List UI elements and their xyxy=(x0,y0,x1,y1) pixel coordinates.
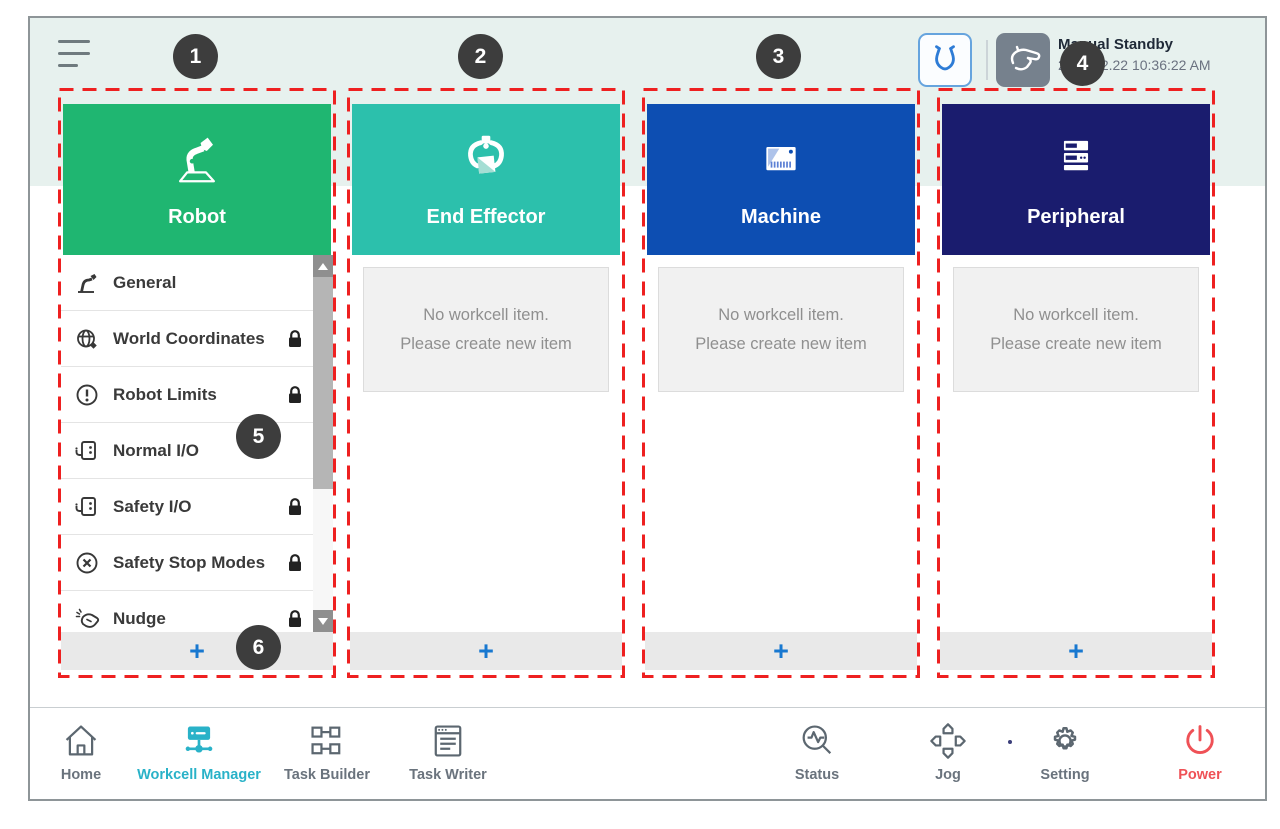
machine-icon xyxy=(750,124,812,194)
scroll-down-button[interactable] xyxy=(313,610,333,632)
end-effector-status-button[interactable] xyxy=(918,33,972,87)
add-peripheral-item-button[interactable]: + xyxy=(940,632,1212,670)
column-title: End Effector xyxy=(426,206,546,228)
annotation-badge-4: 4 xyxy=(1060,41,1105,86)
robot-category-button[interactable]: Robot xyxy=(63,104,331,255)
end-effector-icon xyxy=(455,124,517,194)
normal-io-icon xyxy=(73,438,101,464)
nav-task-builder[interactable]: Task Builder xyxy=(252,718,402,783)
annotation-badge-6: 6 xyxy=(236,625,281,670)
power-icon xyxy=(1125,718,1275,764)
annotation-badge-2: 2 xyxy=(458,34,503,79)
toolbar-divider xyxy=(986,40,988,80)
world-coordinates-icon xyxy=(73,326,101,352)
setting-icon xyxy=(990,718,1140,764)
safety-stop-modes-icon xyxy=(73,550,101,576)
list-item-general[interactable]: General xyxy=(61,255,333,311)
list-item-safety-io[interactable]: Safety I/O xyxy=(61,479,333,535)
lock-icon xyxy=(287,497,303,517)
safety-io-icon xyxy=(73,494,101,520)
empty-state: No workcell item. Please create new item xyxy=(658,267,904,392)
list-item-normal-io[interactable]: Normal I/O xyxy=(61,423,333,479)
nav-task-writer[interactable]: Task Writer xyxy=(373,718,523,783)
scroll-up-button[interactable] xyxy=(313,255,333,277)
scrollbar-thumb[interactable] xyxy=(313,277,333,489)
annotation-badge-3: 3 xyxy=(756,34,801,79)
peripheral-category-button[interactable]: Peripheral xyxy=(942,104,1210,255)
jog-icon xyxy=(873,718,1023,764)
end-effector-category-button[interactable]: End Effector xyxy=(352,104,620,255)
workcell-manager-icon xyxy=(124,718,274,764)
bottom-nav: Home Workcell Manager Task Bu xyxy=(30,707,1265,799)
list-item-label: Robot Limits xyxy=(113,384,217,404)
empty-state: No workcell item. Please create new item xyxy=(953,267,1199,392)
nav-jog[interactable]: Jog xyxy=(873,718,1023,783)
add-machine-item-button[interactable]: + xyxy=(645,632,917,670)
machine-body: No workcell item. Please create new item xyxy=(645,255,917,632)
workcell-column-machine: Machine No workcell item. Please create … xyxy=(642,88,920,678)
lock-icon xyxy=(287,553,303,573)
gripper-icon xyxy=(928,42,962,79)
lock-icon xyxy=(287,385,303,405)
scrollbar[interactable] xyxy=(313,255,333,632)
empty-state: No workcell item. Please create new item xyxy=(363,267,609,392)
nav-setting[interactable]: Setting xyxy=(990,718,1140,783)
list-item-robot-limits[interactable]: Robot Limits xyxy=(61,367,333,423)
nav-workcell-manager[interactable]: Workcell Manager xyxy=(124,718,274,783)
nav-status[interactable]: Status xyxy=(742,718,892,783)
end-effector-body: No workcell item. Please create new item xyxy=(350,255,622,632)
robot-item-list: General World Coordinates xyxy=(61,255,333,632)
workcell-column-robot: Robot General xyxy=(58,88,336,678)
column-title: Machine xyxy=(740,206,822,228)
home-icon xyxy=(6,718,156,764)
robot-general-icon xyxy=(73,270,101,296)
annotation-badge-5: 5 xyxy=(236,414,281,459)
robot-icon xyxy=(165,124,229,194)
machine-category-button[interactable]: Machine xyxy=(647,104,915,255)
robot-limits-icon xyxy=(73,382,101,408)
lock-icon xyxy=(287,609,303,629)
column-title: Peripheral xyxy=(1027,206,1125,228)
list-item-safety-stop-modes[interactable]: Safety Stop Modes xyxy=(61,535,333,591)
list-item-world-coordinates[interactable]: World Coordinates xyxy=(61,311,333,367)
annotation-badge-1: 1 xyxy=(173,34,218,79)
nav-power[interactable]: Power xyxy=(1125,718,1275,783)
menu-icon[interactable] xyxy=(58,40,92,70)
peripheral-body: No workcell item. Please create new item xyxy=(940,255,1212,632)
list-item-label: Nudge xyxy=(113,608,166,628)
manual-mode-button[interactable] xyxy=(996,33,1050,87)
list-item-label: General xyxy=(113,272,177,292)
add-robot-item-button[interactable]: + xyxy=(61,632,333,670)
list-item-nudge[interactable]: Nudge xyxy=(61,591,333,632)
list-item-label: World Coordinates xyxy=(113,328,265,348)
lock-icon xyxy=(287,329,303,349)
nudge-icon xyxy=(73,606,101,632)
workcell-column-end-effector: End Effector No workcell item. Please cr… xyxy=(347,88,625,678)
list-item-label: Safety I/O xyxy=(113,496,192,516)
task-writer-icon xyxy=(373,718,523,764)
list-item-label: Normal I/O xyxy=(113,440,199,460)
task-builder-icon xyxy=(252,718,402,764)
dot-artifact xyxy=(1008,740,1012,744)
peripheral-icon xyxy=(1045,124,1107,194)
hand-icon xyxy=(1005,41,1041,80)
status-icon xyxy=(742,718,892,764)
add-end-effector-item-button[interactable]: + xyxy=(350,632,622,670)
list-item-label: Safety Stop Modes xyxy=(113,552,266,572)
workcell-column-peripheral: Peripheral No workcell item. Please crea… xyxy=(937,88,1215,678)
nav-home[interactable]: Home xyxy=(6,718,156,783)
column-title: Robot xyxy=(168,206,226,228)
